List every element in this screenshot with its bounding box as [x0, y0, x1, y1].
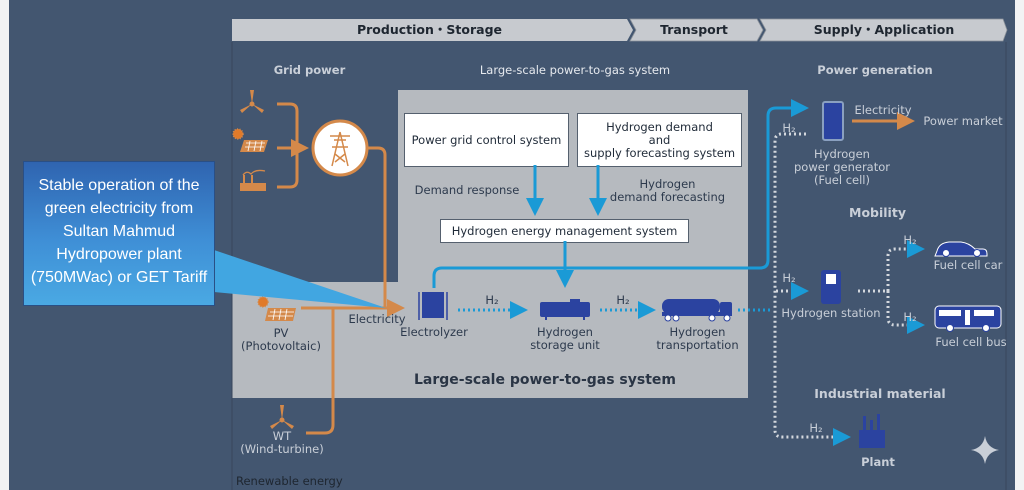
pv-icon [257, 296, 296, 321]
pv-label: PV(Photovoltaic) [241, 326, 321, 353]
fuel-cell-car-icon [934, 241, 988, 257]
header-supply-application: Supply・Application [813, 22, 955, 37]
h2-label-electrolyzer: H₂ [485, 293, 499, 307]
h2-label-storage: H₂ [616, 293, 630, 307]
p2g-bottom-label: Large-scale power-to-gas system [414, 372, 676, 388]
p2g-top-label: Large-scale power-to-gas system [479, 63, 671, 77]
power-market-label: Power market [923, 114, 1003, 128]
header-production-storage: Production・Storage [356, 22, 502, 37]
grid-solar-icon [232, 128, 268, 152]
h2-trunk-dotted [773, 132, 851, 446]
grid-wind-icon [240, 90, 264, 113]
hems-distribution-line [432, 99, 809, 288]
power-generation-label: Power generation [817, 63, 933, 77]
h2-station-label: Hydrogen station [781, 306, 881, 320]
header-stage-supply [759, 18, 1008, 42]
fuel-cell-car-label: Fuel cell car [933, 258, 1003, 272]
electrolyzer-label: Electrolyzer [400, 325, 468, 339]
wt-label: WT(Wind-turbine) [240, 429, 324, 456]
wt-icon [270, 405, 294, 429]
fuel-cell-bus-icon [934, 305, 1002, 332]
header-stage-transport [629, 18, 764, 42]
electrolyzer-icon [418, 292, 448, 320]
grid-bracket-line [277, 102, 299, 189]
plant-icon [859, 414, 885, 448]
power-grid-tower-icon [311, 119, 369, 177]
electricity-output-label: Electricity [854, 103, 912, 117]
h2-label-bus: H₂ [903, 310, 917, 324]
h2-storage-icon [540, 299, 590, 320]
callout-pointer [214, 250, 386, 308]
fuel-cell-bus-label: Fuel cell bus [935, 335, 1007, 349]
renewable-energy-label: Renewable energy [236, 474, 343, 488]
industrial-material-label: Industrial material [814, 386, 946, 401]
mobility-label: Mobility [849, 205, 906, 220]
header-transport: Transport [660, 22, 728, 37]
h2-label-fuel-cell: H₂ [782, 121, 796, 135]
grid-to-electrolyzer-line [368, 146, 387, 308]
callout-box: Stable operation of the green electricit… [23, 161, 215, 306]
grid-thermal-plant-icon [240, 169, 266, 191]
fuel-cell-icon [822, 101, 844, 141]
h2-station-icon [821, 270, 841, 304]
demand-response-label: Demand response [414, 183, 520, 197]
header-stage-production [232, 19, 633, 41]
h2-label-plant: H₂ [809, 421, 823, 435]
grid-power-label: Grid power [273, 63, 346, 77]
power-grid-control-box: Power grid control system [404, 113, 569, 167]
plant-label: Plant [861, 455, 895, 469]
electricity-input-label: Electricity [348, 312, 406, 326]
h2-label-station: H₂ [782, 271, 796, 285]
h2-label-car: H₂ [903, 233, 917, 247]
h2-transport-truck-icon [662, 299, 732, 322]
sparkle-icon [971, 436, 999, 464]
wt-to-electrolyzer-line [306, 308, 335, 435]
